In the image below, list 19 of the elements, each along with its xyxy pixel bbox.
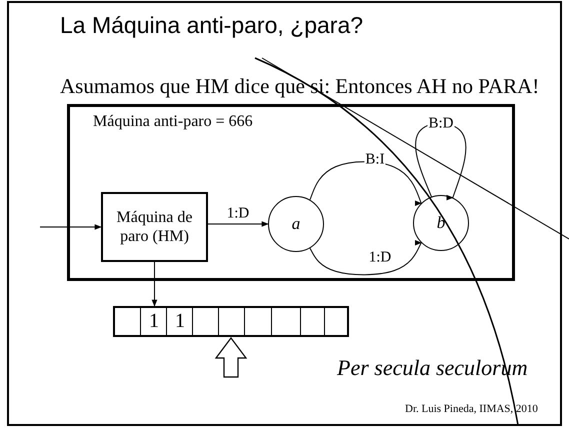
tape-symbol: 1 xyxy=(175,310,185,333)
state-circle xyxy=(268,196,324,252)
state-label: a xyxy=(292,214,300,234)
tape xyxy=(113,306,349,337)
box-label: Máquina de paro (HM) xyxy=(116,208,194,246)
title: La Máquina anti-paro, ¿para? xyxy=(60,12,364,39)
arrow xyxy=(208,221,269,227)
process-box xyxy=(101,192,208,262)
arrow xyxy=(40,224,102,230)
arrow xyxy=(152,262,158,307)
author-credit: Dr. Luis Pineda, IIMAS, 2010 xyxy=(405,403,538,415)
block-arrow xyxy=(214,337,248,378)
arrow xyxy=(310,161,422,204)
tape-symbol: 1 xyxy=(149,310,159,333)
machine-frame xyxy=(67,104,515,281)
arrow xyxy=(310,242,422,276)
state-label: b xyxy=(436,213,446,233)
machine-label: Máquina anti-paro = 666 xyxy=(93,113,253,131)
state-circle xyxy=(413,195,469,251)
